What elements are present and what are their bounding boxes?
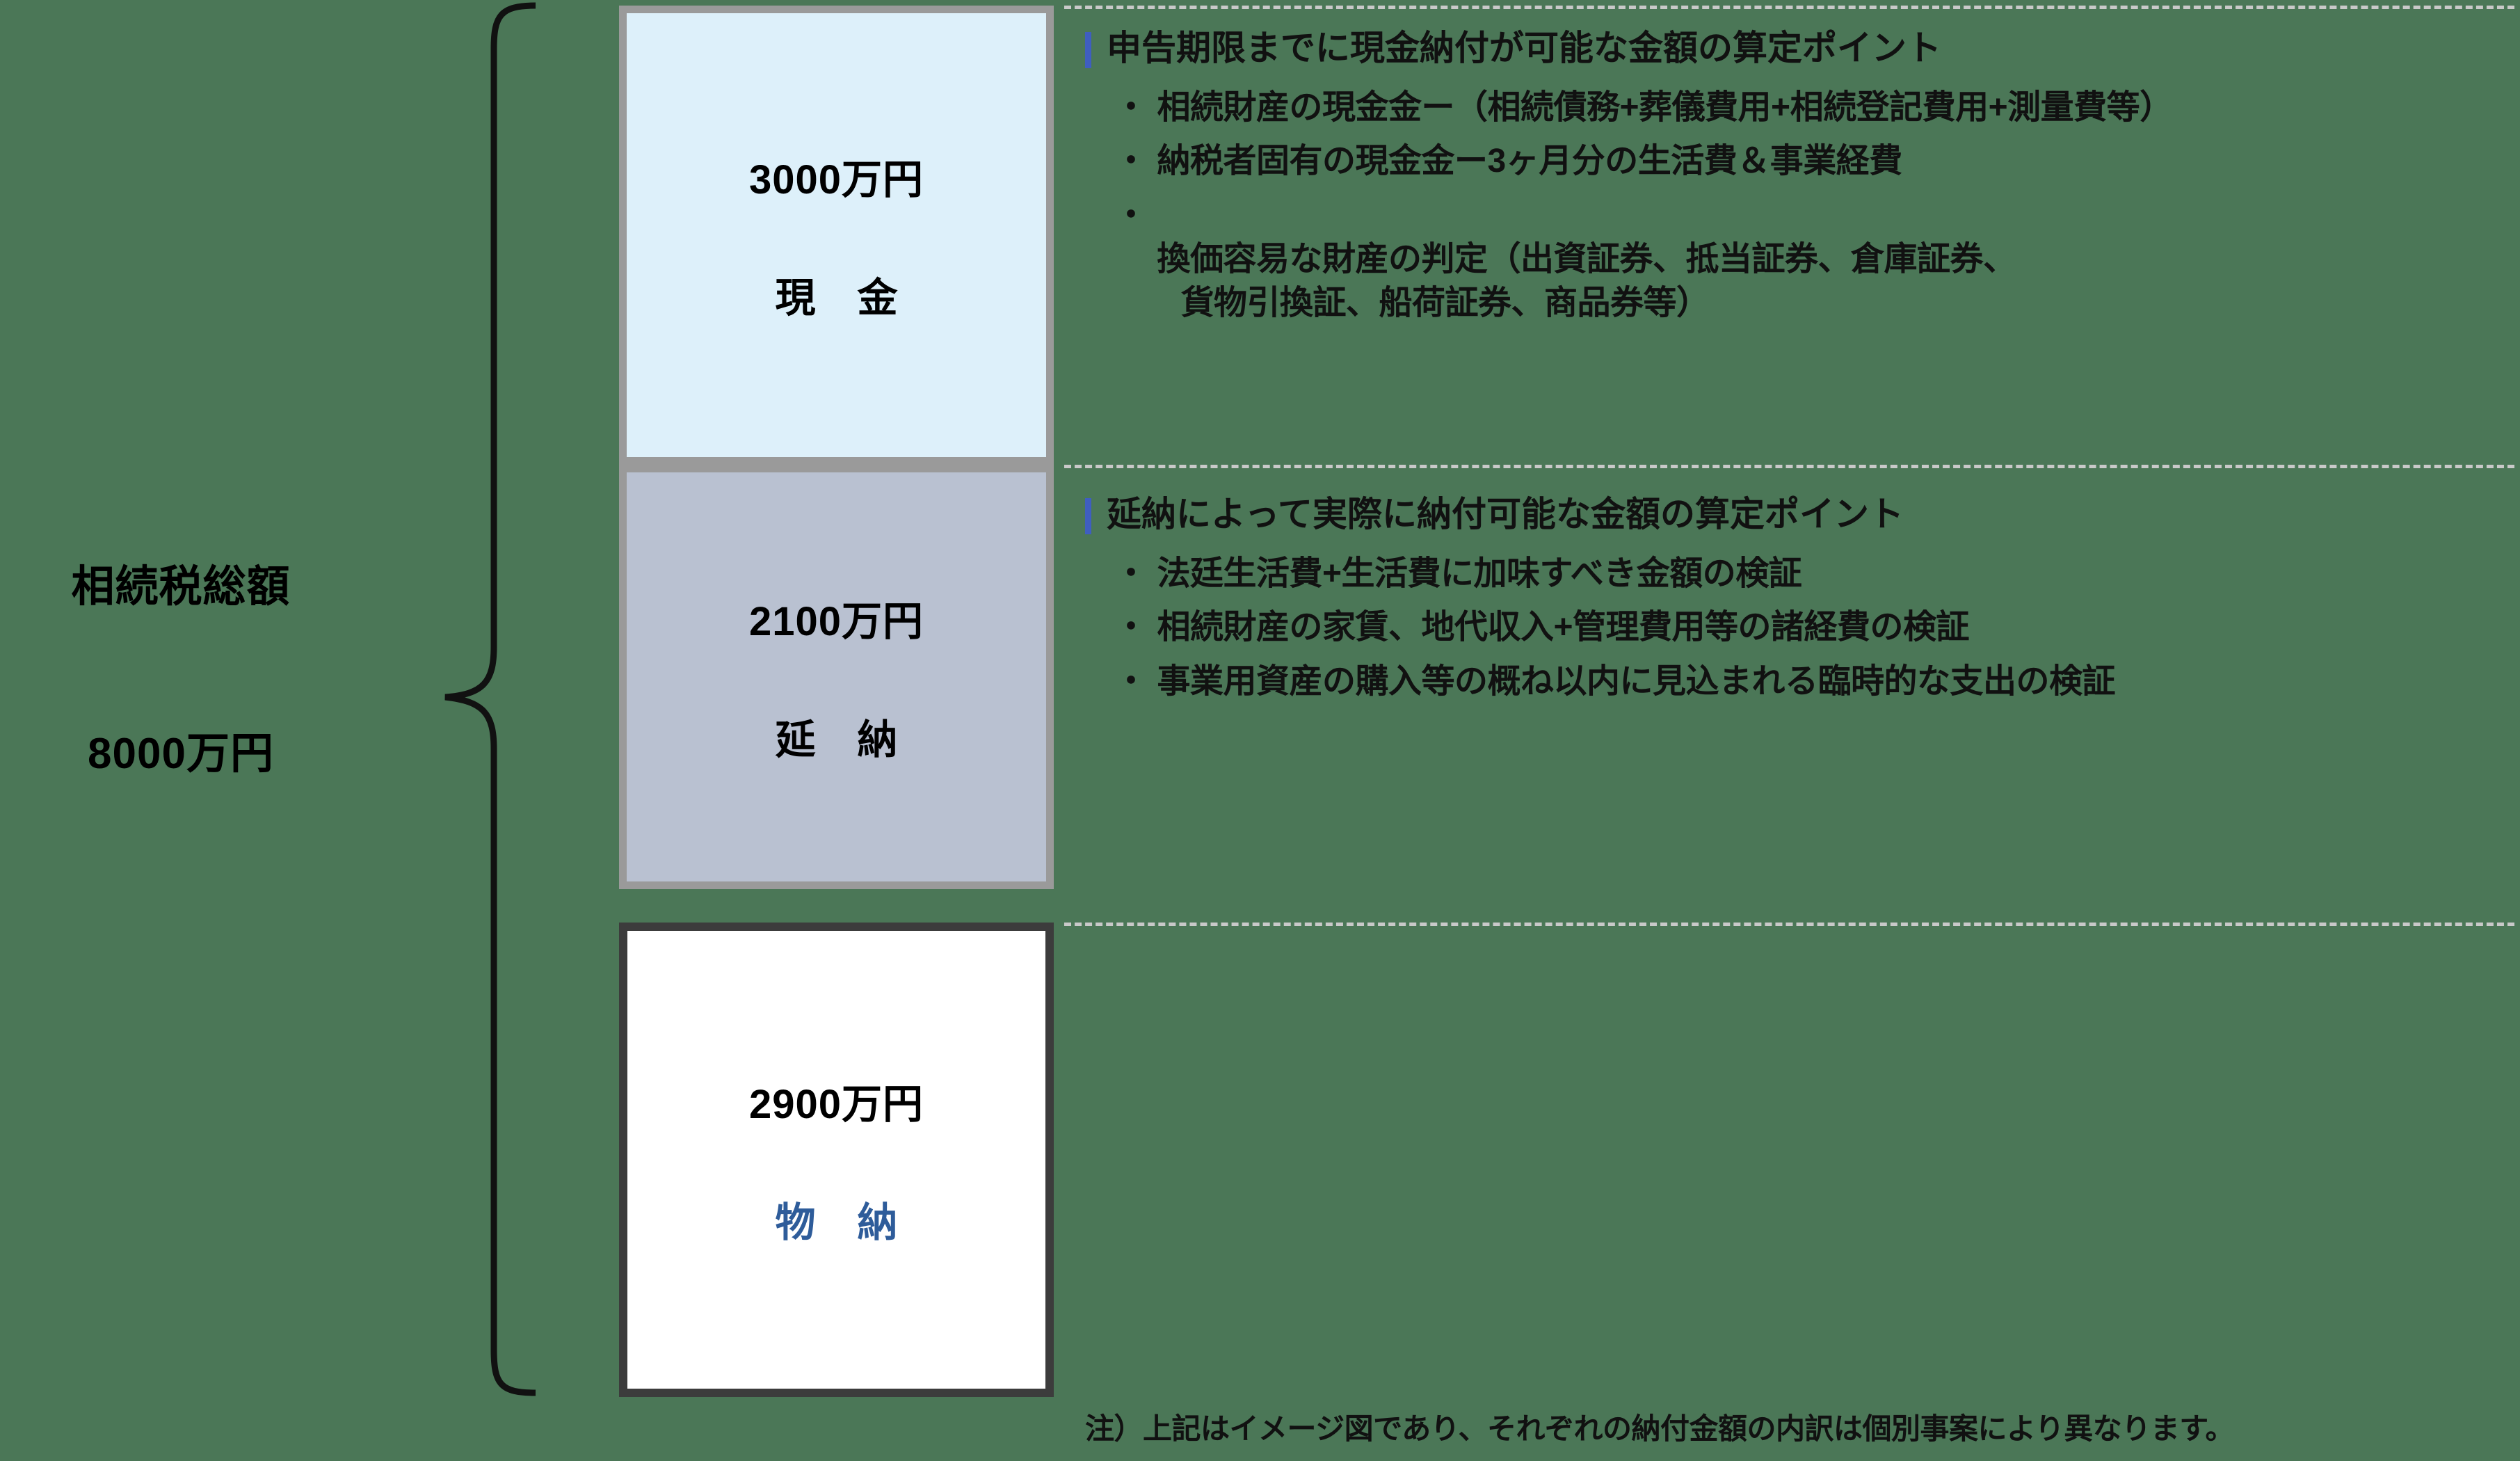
cash-amount: 3000万円 (748, 157, 924, 202)
property-amount: 2900万円 (748, 1082, 924, 1127)
accent-bar-icon (1085, 498, 1091, 534)
bullet-dot-icon: ・ (1114, 555, 1148, 592)
accent-bar-icon (1085, 32, 1091, 68)
bullet-text: 相続財産の現金金ー（相続債務+葬儀費用+相続登記費用+測量費等） (1157, 89, 2174, 126)
detail-panel-deferred: 延納によって実際に納付可能な金額の算定ポイント ・ 法廷生活費+生活費に加味すべ… (1085, 494, 2518, 713)
bullet-dot-icon: ・ (1114, 609, 1148, 646)
panel-deferred-heading: 延納によって実際に納付可能な金額の算定ポイント (1107, 495, 1904, 534)
list-item: ・ 相続財産の現金金ー（相続債務+葬儀費用+相続登記費用+測量費等） (1114, 86, 2518, 129)
panel-deferred-bullets: ・ 法廷生活費+生活費に加味すべき金額の検証 ・ 相続財産の家賃、地代収入+管理… (1085, 552, 2518, 703)
detail-panel-cash: 申告期限までに現金納付が可能な金額の算定ポイント ・ 相続財産の現金金ー（相続債… (1085, 28, 2518, 379)
list-item: ・ 納税者固有の現金金ー3ヶ月分の生活費＆事業経費 (1114, 139, 2518, 183)
payment-box-deferred: 2100万円 延 納 (619, 465, 1054, 889)
payment-box-cash: 3000万円 現 金 (619, 6, 1054, 465)
total-tax-label: 相続税総額 (71, 563, 291, 611)
deferred-kind-label: 延 納 (775, 717, 913, 763)
footnote-text: 注）上記はイメージ図であり、それぞれの納付金額の内訳は個別事案により異なります。 (1085, 1412, 2235, 1445)
panel-cash-bullets: ・ 相続財産の現金金ー（相続債務+葬儀費用+相続登記費用+測量費等） ・ 納税者… (1085, 86, 2518, 369)
bullet-text: 換価容易な財産の判定（出資証券、抵当証券、倉庫証券、 (1157, 241, 2017, 278)
payment-box-property: 2900万円 物 納 (619, 923, 1054, 1397)
list-item: ・ 相続財産の家賃、地代収入+管理費用等の諸経費の検証 (1114, 605, 2518, 649)
list-item: ・ 法廷生活費+生活費に加味すべき金額の検証 (1114, 552, 2518, 596)
bullet-text: 事業用資産の購入等の概ね以内に見込まれる臨時的な支出の検証 (1157, 662, 2116, 700)
deferred-amount: 2100万円 (748, 599, 924, 644)
panel-cash-heading: 申告期限までに現金納付が可能な金額の算定ポイント (1107, 29, 1941, 67)
divider-dashed-bottom (1064, 923, 2514, 926)
bullet-dot-icon: ・ (1114, 89, 1148, 126)
bullet-text: 法廷生活費+生活費に加味すべき金額の検証 (1157, 555, 1802, 592)
cash-kind-label: 現 金 (775, 276, 913, 321)
curly-brace (444, 2, 536, 1396)
total-tax-amount: 8000万円 (88, 730, 274, 778)
bullet-dot-icon: ・ (1114, 196, 1148, 234)
bullet-dot-icon: ・ (1114, 662, 1148, 700)
bullet-text: 相続財産の家賃、地代収入+管理費用等の諸経費の検証 (1157, 609, 1970, 646)
divider-dashed-top (1064, 6, 2514, 9)
divider-dashed-middle (1064, 465, 2514, 468)
panel-cash-heading-row: 申告期限までに現金納付が可能な金額の算定ポイント (1085, 28, 2518, 69)
payment-breakdown-stack: 3000万円 現 金 2100万円 延 納 2900万円 物 納 (619, 0, 1054, 1398)
list-item: ・ 換価容易な財産の判定（出資証券、抵当証券、倉庫証券、 貨物引換証、船荷証券、… (1114, 193, 2518, 369)
list-item: ・ 事業用資産の購入等の概ね以内に見込まれる臨時的な支出の検証 (1114, 660, 2518, 703)
bullet-text: 納税者固有の現金金ー3ヶ月分の生活費＆事業経費 (1157, 143, 1903, 180)
bullet-text-continuation: 貨物引換証、船荷証券、商品券等） (1180, 285, 1710, 322)
panel-deferred-heading-row: 延納によって実際に納付可能な金額の算定ポイント (1085, 494, 2518, 535)
bullet-dot-icon: ・ (1114, 143, 1148, 180)
property-kind-label: 物 納 (775, 1200, 913, 1245)
